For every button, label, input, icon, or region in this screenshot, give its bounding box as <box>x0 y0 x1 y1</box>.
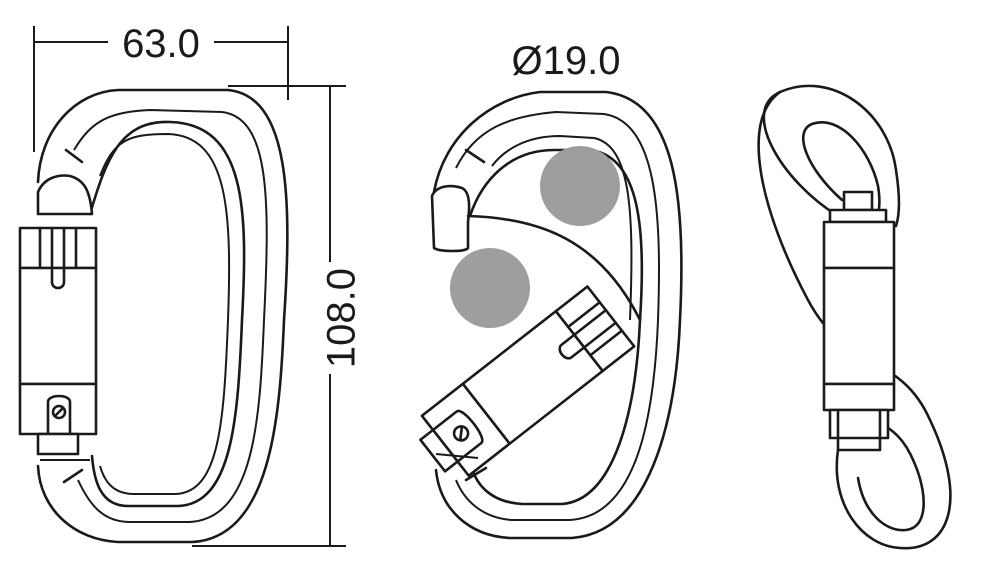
height-label: 108.0 <box>320 268 364 368</box>
open-carabiner-nose <box>430 184 471 253</box>
gate-opening-marker-upper <box>540 146 620 226</box>
width-dimension: 63.0 <box>33 22 289 152</box>
gate-sleeve-closed <box>18 226 98 456</box>
side-view-body <box>757 90 952 550</box>
carabiner-body-inner <box>88 120 246 508</box>
open-carabiner-body-outline <box>432 90 683 540</box>
diameter-label: Ø19.0 <box>512 39 621 83</box>
carabiner-nose <box>36 174 94 216</box>
side-view <box>757 84 952 550</box>
gate-sleeve-open <box>419 285 636 477</box>
gate-sleeve-side <box>822 220 896 452</box>
open-gate-view: Ø19.0 <box>419 39 683 540</box>
carabiner-body-outline <box>36 88 289 544</box>
closed-carabiner-view: 63.0 <box>18 22 364 547</box>
height-dimension: 108.0 <box>192 85 364 547</box>
width-label: 63.0 <box>122 22 200 66</box>
side-view-upper-loop <box>762 84 901 228</box>
gate-opening-marker-lower <box>450 248 530 328</box>
